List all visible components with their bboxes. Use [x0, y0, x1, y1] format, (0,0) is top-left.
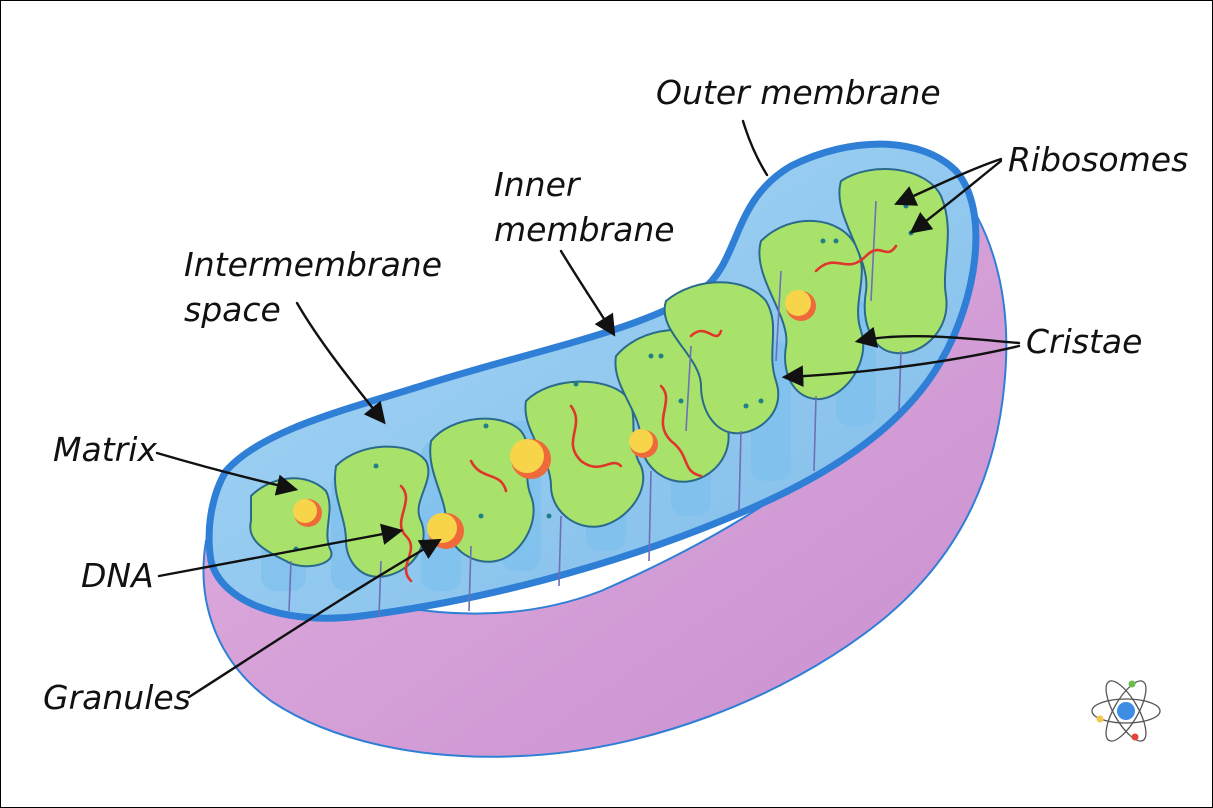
label-ribosomes: Ribosomes: [1008, 140, 1188, 179]
label-inner-membrane-line2: membrane: [494, 210, 675, 249]
leader-intermembrane: [297, 303, 383, 421]
label-cristae: Cristae: [1026, 322, 1142, 361]
label-matrix: Matrix: [53, 430, 157, 469]
label-granules: Granules: [43, 678, 191, 717]
label-intermembrane-line1: Intermembrane: [184, 245, 442, 284]
label-intermembrane-line2: space: [184, 290, 281, 329]
atom-icon: [1092, 676, 1160, 747]
leader-inner-membrane: [561, 251, 613, 333]
label-outer-membrane: Outer membrane: [656, 73, 941, 112]
label-inner-membrane-line1: Inner: [494, 165, 582, 204]
label-dna: DNA: [81, 556, 154, 595]
leader-outer-membrane: [743, 121, 767, 175]
